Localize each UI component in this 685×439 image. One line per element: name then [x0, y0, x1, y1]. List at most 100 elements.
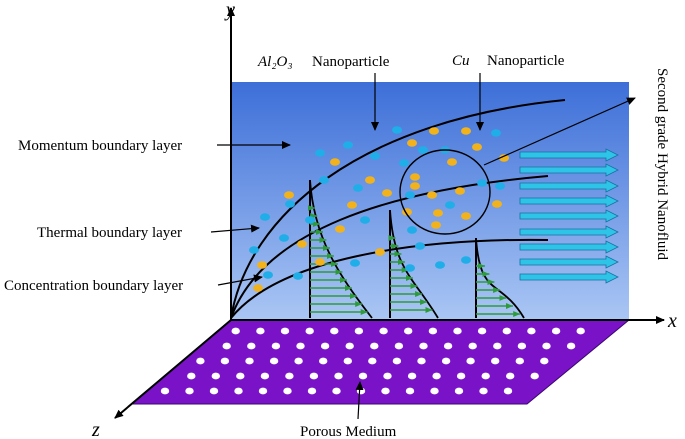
pore	[405, 387, 415, 395]
pore	[187, 372, 196, 380]
al2o3-particle	[407, 139, 417, 147]
flow-arrows	[519, 148, 619, 284]
pore	[481, 372, 490, 380]
cu-formula-label: Cu	[452, 53, 470, 69]
cu-particle	[399, 159, 409, 167]
al2o3-particle	[330, 158, 340, 166]
pore	[540, 357, 549, 365]
pore	[354, 327, 364, 335]
cu-particle	[350, 259, 360, 267]
pore	[222, 342, 231, 350]
pore	[430, 387, 439, 395]
pore	[296, 342, 305, 350]
pore	[231, 327, 240, 335]
pore	[503, 387, 513, 395]
al2o3-formula-label: Al₂O₃	[257, 54, 293, 70]
fluid-pointer	[483, 97, 636, 166]
pore	[260, 372, 270, 380]
pore	[428, 327, 438, 335]
pore	[404, 327, 413, 335]
al2o3-particle	[472, 143, 482, 151]
pore	[466, 357, 475, 365]
al2o3-particle	[455, 187, 465, 195]
pore	[332, 387, 341, 395]
cu-particle	[418, 146, 428, 154]
cu-nanoparticle-label: Nanoparticle	[487, 53, 565, 69]
pore	[283, 387, 292, 395]
pore	[196, 357, 205, 365]
pore	[432, 372, 441, 380]
z-axis	[114, 319, 232, 419]
flow-arrow	[519, 163, 619, 177]
pore	[542, 342, 551, 350]
pore	[419, 342, 428, 350]
pore	[305, 327, 314, 335]
pore	[368, 357, 377, 365]
cu-particle	[370, 152, 380, 160]
pore	[220, 357, 230, 365]
pore	[247, 342, 256, 350]
cu-particle	[392, 126, 402, 134]
al2o3-particle	[461, 212, 471, 220]
al2o3-particle	[433, 209, 443, 217]
pore	[441, 357, 451, 365]
pore	[271, 342, 281, 350]
nanoparticle-highlight-circle	[399, 149, 491, 235]
al2o3-particle	[410, 173, 420, 181]
pore	[334, 372, 343, 380]
al2o3-particle	[297, 240, 307, 248]
pore	[160, 387, 170, 395]
al2o3-particle	[253, 284, 263, 292]
velocity-profiles	[307, 179, 525, 319]
al2o3-particle	[365, 176, 375, 184]
pore	[454, 387, 464, 395]
pore	[515, 357, 524, 365]
pore	[294, 357, 303, 365]
cu-particle	[249, 246, 259, 254]
al2o3-nanoparticle-label: Nanoparticle	[312, 54, 390, 70]
pore	[256, 327, 265, 335]
pore	[209, 387, 219, 395]
nanoparticles	[249, 126, 509, 292]
pore	[517, 342, 527, 350]
cu-particle	[495, 182, 505, 190]
pore	[236, 372, 245, 380]
al2o3-particle	[447, 158, 457, 166]
pore	[394, 342, 404, 350]
pore	[502, 327, 511, 335]
pore	[309, 372, 319, 380]
flow-arrow	[519, 240, 619, 254]
pore	[479, 387, 488, 395]
pore	[356, 387, 366, 395]
cu-particle	[260, 213, 270, 221]
pore	[407, 372, 417, 380]
al2o3-particle	[347, 201, 357, 209]
fluid-label: Second grade Hybrid Nanofluid	[654, 68, 670, 261]
pore	[285, 372, 294, 380]
flow-arrow	[519, 179, 619, 193]
pore	[370, 342, 379, 350]
concentration-boundary-label: Concentration boundary layer	[4, 278, 183, 294]
pore	[234, 387, 243, 395]
pore	[527, 327, 536, 335]
cu-particle	[405, 264, 415, 272]
pore	[343, 357, 352, 365]
cu-particle	[461, 256, 471, 264]
pore	[566, 342, 576, 350]
pore	[477, 327, 487, 335]
cu-particle	[445, 201, 455, 209]
cu-particle	[285, 200, 295, 208]
porous-medium-label: Porous Medium	[300, 424, 397, 439]
concentration-boundary-curve	[230, 238, 549, 319]
cu-particle	[435, 261, 445, 269]
pore	[245, 357, 254, 365]
cu-particle	[405, 191, 415, 199]
pore	[280, 327, 290, 335]
cu-particle	[343, 141, 353, 149]
cu-particle	[305, 216, 315, 224]
pore	[392, 357, 402, 365]
pore	[506, 372, 515, 380]
pore	[443, 342, 453, 350]
pore	[269, 357, 279, 365]
pore	[379, 327, 388, 335]
